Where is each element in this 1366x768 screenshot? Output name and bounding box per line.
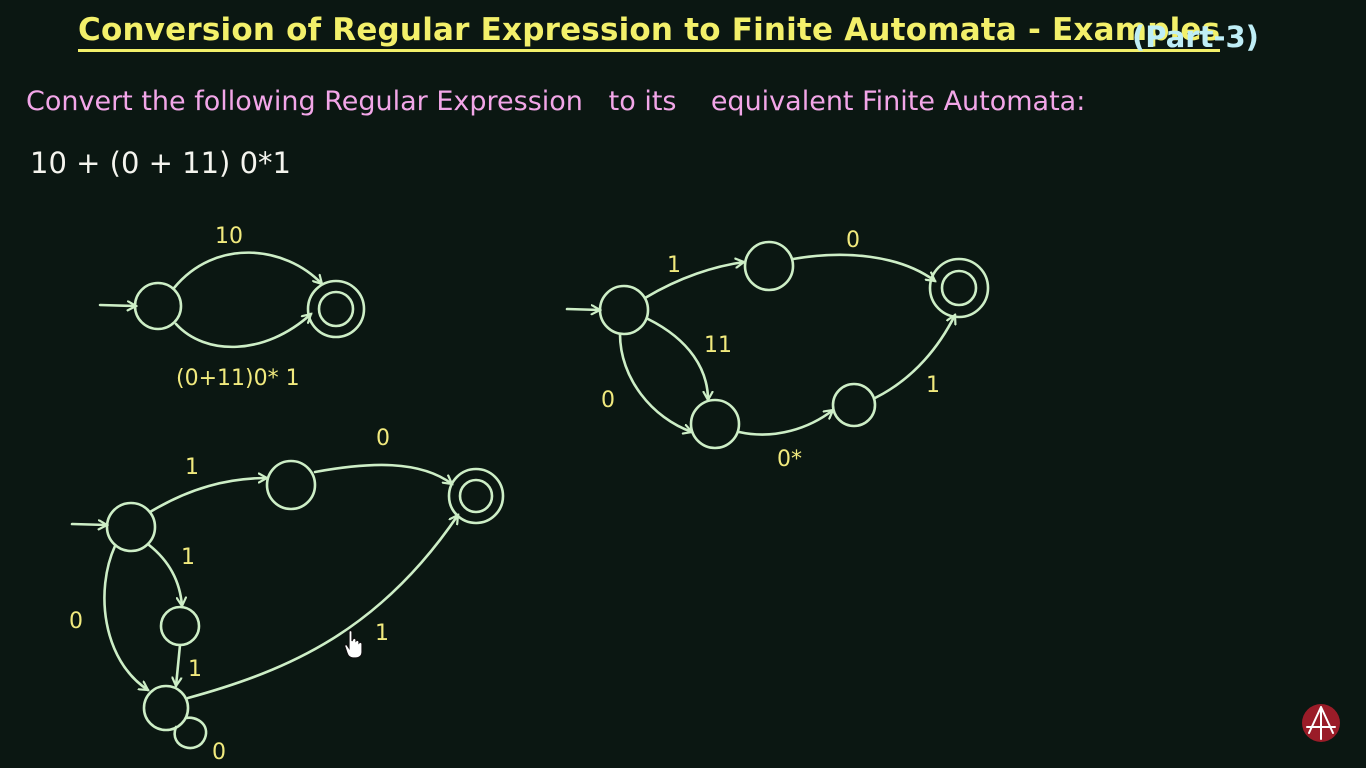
transition-0-left bbox=[103, 544, 148, 692]
diagram-step1: 10 (0+11)0* 1 bbox=[98, 224, 366, 391]
transition-1-top bbox=[148, 478, 267, 514]
transition-1-lower bbox=[176, 643, 180, 686]
transition-1-mid bbox=[147, 543, 182, 606]
state-b bbox=[689, 398, 741, 450]
label-0-loop: 0 bbox=[212, 740, 226, 765]
question-prompt: Convert the following Regular Expression… bbox=[26, 86, 1086, 117]
transition-regex bbox=[174, 314, 311, 349]
state-final-inner bbox=[940, 269, 978, 307]
transition-0-top bbox=[791, 253, 935, 281]
transition-1-right bbox=[873, 315, 955, 400]
label-11: 11 bbox=[704, 333, 732, 358]
diagram-step3: 1 0 1 0 1 1 0 bbox=[69, 426, 505, 765]
label-1-lower: 1 bbox=[188, 657, 202, 682]
state-final-inner bbox=[317, 290, 355, 328]
label-1-mid: 1 bbox=[181, 545, 195, 570]
label-0-left: 0 bbox=[69, 609, 83, 634]
label-0star: 0* bbox=[777, 447, 802, 472]
state-b bbox=[159, 605, 201, 647]
state-c bbox=[142, 684, 190, 732]
label-1-top: 1 bbox=[185, 455, 199, 480]
label-1-long: 1 bbox=[375, 621, 389, 646]
label-0-left: 0 bbox=[601, 388, 615, 413]
state-final-inner bbox=[458, 478, 494, 514]
label-1: 1 bbox=[667, 253, 681, 278]
state-final bbox=[928, 257, 990, 319]
label-regex: (0+11)0* 1 bbox=[176, 366, 300, 391]
page-title: Conversion of Regular Expression to Fini… bbox=[78, 12, 1221, 52]
label-0-top: 0 bbox=[846, 228, 860, 253]
self-loop-0 bbox=[173, 716, 208, 750]
start-arrow bbox=[98, 305, 136, 306]
state-start bbox=[133, 281, 183, 331]
transition-1 bbox=[643, 262, 744, 300]
label-1-right: 1 bbox=[926, 373, 940, 398]
transition-11 bbox=[646, 317, 708, 400]
diagram-step2: 1 0 11 0 0* 1 bbox=[565, 228, 990, 472]
start-arrow bbox=[70, 524, 107, 525]
start-arrow bbox=[565, 309, 600, 310]
state-start bbox=[105, 501, 157, 553]
state-final bbox=[447, 467, 505, 525]
state-a bbox=[743, 240, 795, 292]
transition-0star bbox=[737, 410, 833, 436]
hand-cursor-icon bbox=[344, 629, 363, 659]
regular-expression: 10 + (0 + 11) 0*1 bbox=[30, 146, 291, 180]
transition-1-long bbox=[186, 515, 460, 700]
part-label: (Part-3) bbox=[1132, 20, 1259, 54]
state-final bbox=[306, 279, 366, 339]
channel-logo-icon bbox=[1302, 704, 1340, 742]
transition-10 bbox=[172, 251, 322, 290]
state-c bbox=[831, 382, 877, 428]
transition-0-top bbox=[313, 463, 452, 484]
state-start bbox=[598, 284, 650, 336]
label-10: 10 bbox=[215, 224, 243, 249]
transition-0-left bbox=[618, 332, 692, 432]
label-0-top: 0 bbox=[376, 426, 390, 451]
state-a bbox=[265, 459, 317, 511]
